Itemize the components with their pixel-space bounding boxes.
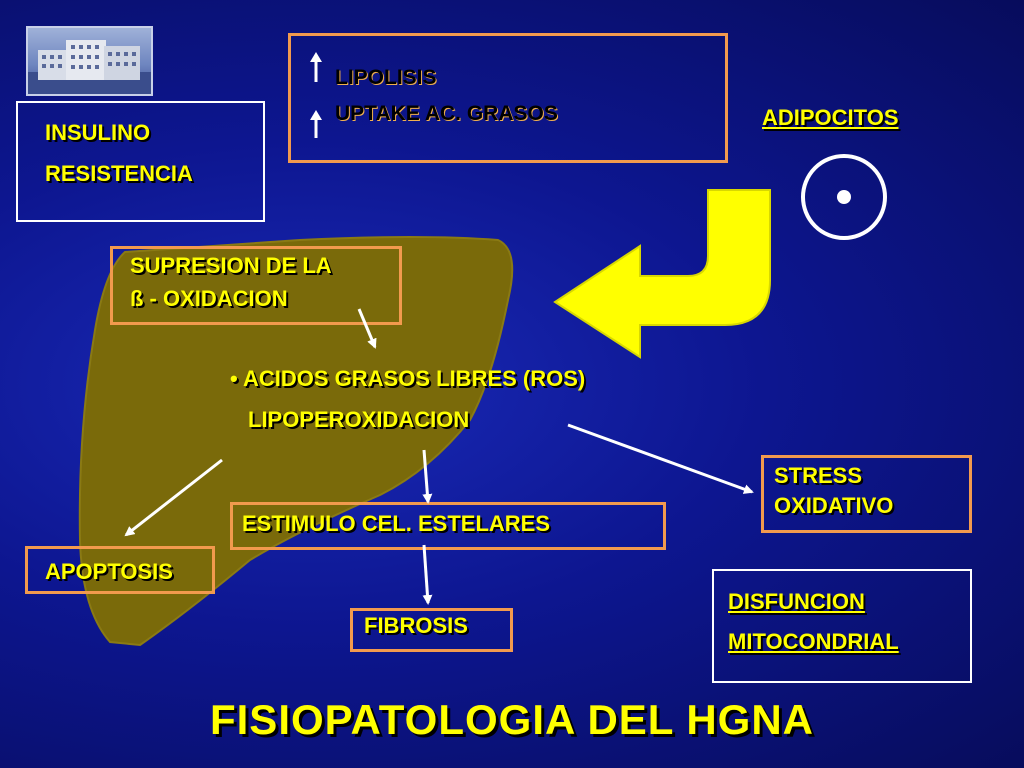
lipolisis-box (288, 33, 728, 163)
estimulo-label: ESTIMULO CEL. ESTELARES (242, 511, 551, 536)
arrow-to-apoptosis (124, 458, 223, 537)
arrow-to-fibrosis (422, 544, 433, 605)
uptake-label: UPTAKE AC. GRASOS (335, 102, 558, 125)
lipoperoxidacion-label: LIPOPEROXIDACION (248, 407, 470, 432)
arrow-supresion-to-acidos (357, 308, 377, 349)
estimulo-box (230, 502, 666, 550)
hospital-building-logo (26, 26, 153, 96)
resistencia-label: RESISTENCIA (45, 161, 193, 186)
insulino-label: INSULINO (45, 120, 151, 145)
fibrosis-label: FIBROSIS (364, 613, 468, 638)
insulino-resistencia-box (16, 101, 265, 222)
disfuncion-mitocondrial-box (712, 569, 972, 683)
stress-line-1: STRESS (774, 463, 863, 488)
apoptosis-box (25, 546, 215, 594)
apoptosis-label: APOPTOSIS (45, 559, 173, 584)
slide-title: FISIOPATOLOGIA DEL HGNA (209, 696, 815, 743)
acidos-grasos-label: • ACIDOS GRASOS LIBRES (ROS) (230, 366, 586, 391)
lipolisis-label: LIPOLISIS (335, 66, 437, 89)
adipocitos-label: ADIPOCITOS (762, 105, 899, 130)
supresion-line-1: SUPRESION DE LA (130, 253, 332, 278)
fibrosis-box (350, 608, 513, 652)
stress-line-2: OXIDATIVO (774, 493, 894, 518)
supresion-line-2: ß - OXIDACION (130, 286, 288, 311)
arrow-to-estimulo (422, 449, 433, 504)
disfuncion-label: DISFUNCION (728, 589, 865, 614)
mitocondrial-label: MITOCONDRIAL (728, 629, 899, 654)
stress-oxidativo-box (761, 455, 972, 533)
arrow-to-stress (567, 423, 754, 494)
supresion-box (110, 246, 402, 325)
